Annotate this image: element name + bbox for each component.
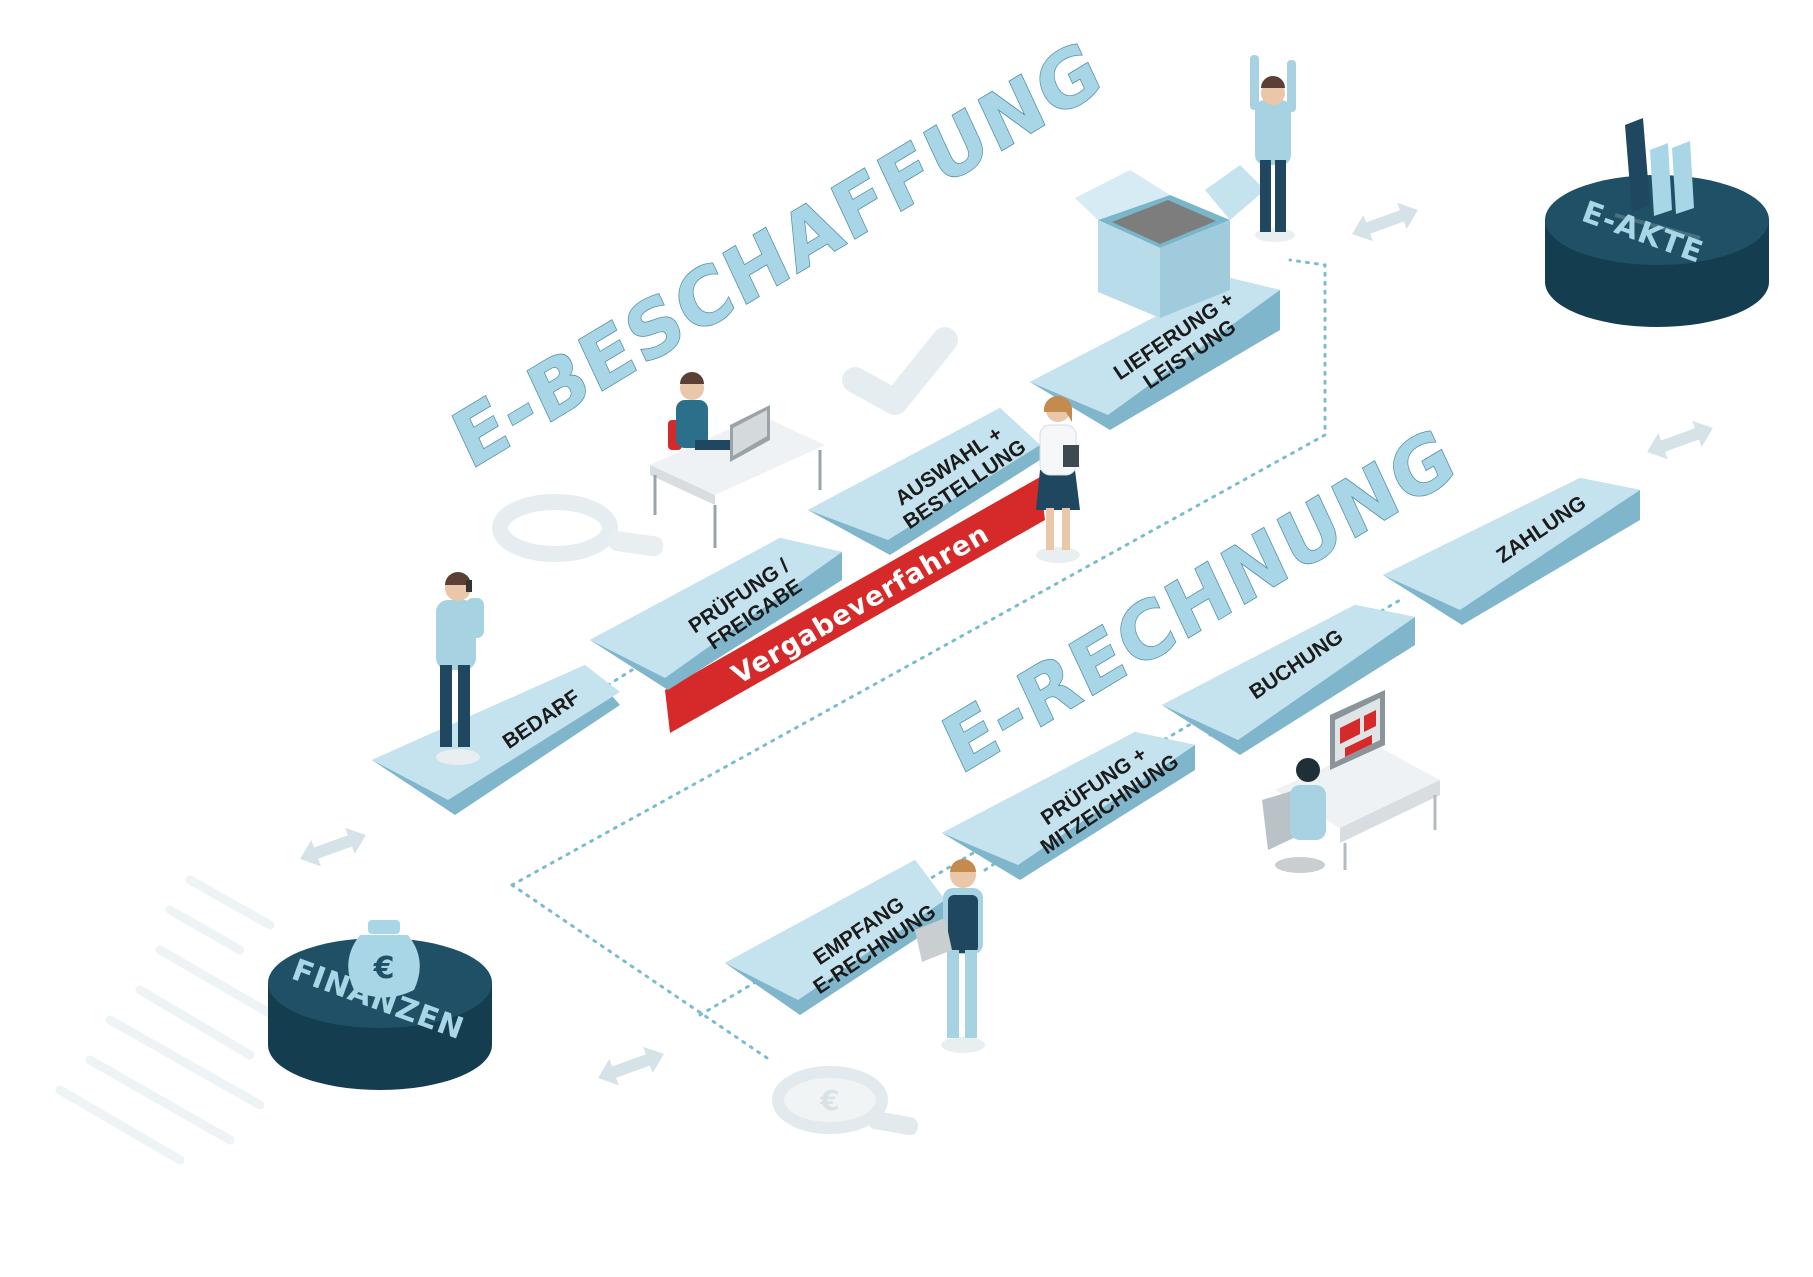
person-with-tablet	[1036, 395, 1080, 563]
open-box-icon	[1075, 165, 1265, 318]
binder-icon	[1614, 118, 1701, 240]
arrow-lieferung-leistung: LIEFERUNG + LEISTUNG	[1030, 278, 1280, 430]
double-arrow-icon	[300, 202, 1713, 1086]
arrow-empfang-e-rechnung: EMPFANG E-RECHNUNG	[725, 860, 945, 1015]
person-at-computer	[1262, 690, 1440, 873]
heading-e-beschaffung: E-BESCHAFFUNG	[440, 23, 1115, 487]
arrow-bedarf: BEDARF	[372, 665, 620, 815]
svg-text:€: €	[373, 951, 395, 986]
euro-bag-icon: €	[348, 920, 420, 998]
person-arms-raised	[1250, 55, 1296, 242]
checkmark-icon	[842, 327, 958, 415]
e-akte-database: E-AKTE	[1545, 118, 1769, 327]
finanzen-database: € FINANZEN	[268, 920, 492, 1090]
person-on-phone	[436, 572, 484, 765]
arrow-zahlung: ZAHLUNG	[1383, 478, 1640, 625]
person-at-desk	[650, 372, 825, 548]
person-with-laptop	[915, 859, 985, 1053]
background-stripes	[55, 875, 295, 1165]
search-icon	[492, 494, 664, 562]
svg-text:€: €	[819, 1084, 839, 1117]
euro-search-icon: €	[772, 1066, 918, 1136]
invoice-flow: EMPFANG E-RECHNUNG PRÜFUNG + MITZEICHNUN…	[725, 478, 1640, 1015]
